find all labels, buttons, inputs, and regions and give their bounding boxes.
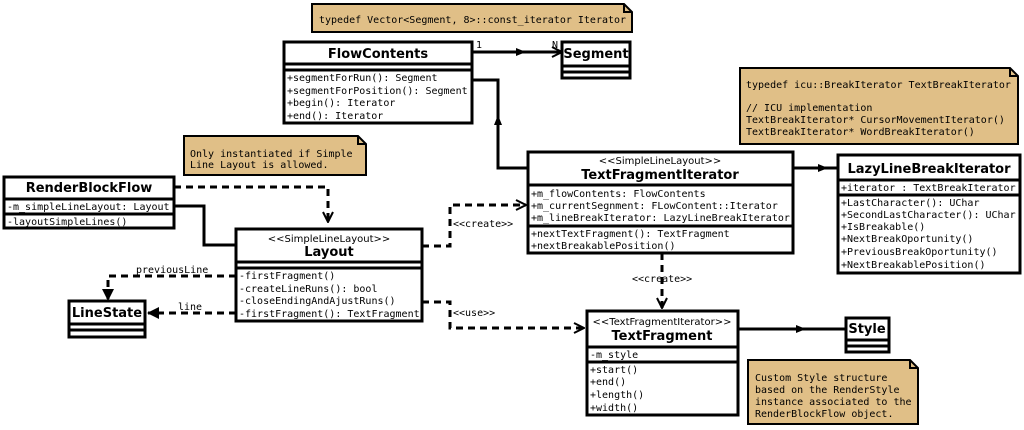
class-operation: -createLineRuns(): bool xyxy=(239,284,377,295)
class-text-fragment[interactable]: <<TextFragmentIterator>> TextFragment -m… xyxy=(585,309,740,417)
note-simple-line-layout: Only instantiated if Simple Line Layout … xyxy=(183,135,367,176)
class-operation: +nextBreakablePosition() xyxy=(531,241,676,252)
class-name: Segment xyxy=(563,47,628,62)
association-arrowhead xyxy=(818,164,828,172)
class-attribute: -m_style xyxy=(590,350,638,361)
use-fragment-label: <<use>> xyxy=(453,308,495,319)
class-lazy-line-break-iterator[interactable]: LazyLineBreakIterator +iterator : TextBr… xyxy=(836,153,1022,275)
dependency-previous-line xyxy=(102,274,236,301)
class-text-fragment-iterator[interactable]: <<SimpleLineLayout>> TextFragmentIterato… xyxy=(526,150,795,255)
class-operation: +SecondLastCharacter(): UChar xyxy=(841,210,1016,221)
class-operation: -firstFragment(): TextFragment xyxy=(239,309,420,320)
class-render-block-flow[interactable]: RenderBlockFlow -m_simpleLineLayout: Lay… xyxy=(2,175,176,230)
class-attribute: +iterator : TextBreakIterator xyxy=(841,183,1016,194)
class-stereotype: <<TextFragmentIterator>> xyxy=(593,317,732,328)
note-shape xyxy=(747,359,919,425)
note-shape xyxy=(311,3,633,33)
note-line: typedef icu::BreakIterator TextBreakIter… xyxy=(746,80,1011,91)
class-flow-contents[interactable]: FlowContents +segmentForRun(): Segment +… xyxy=(282,40,474,125)
class-attribute: +m_flowContents: FlowContents xyxy=(531,189,706,200)
class-name: TextFragmentIterator xyxy=(581,168,739,183)
class-operation: +segmentForPosition(): Segment xyxy=(287,86,468,97)
class-name: FlowContents xyxy=(328,47,429,62)
class-style[interactable]: Style xyxy=(844,316,891,354)
note-line: RenderBlockFlow object. xyxy=(755,409,893,420)
create-fragment-label: <<create>> xyxy=(632,274,692,285)
class-operation: +start() xyxy=(590,365,638,376)
note-typedef-iterator: typedef Vector<Segment, 8>::const_iterat… xyxy=(311,3,633,33)
class-operation: +segmentForRun(): Segment xyxy=(287,73,438,84)
class-operation: +NextBreakOportunity() xyxy=(841,234,973,245)
previous-line-label: previousLine xyxy=(136,265,208,276)
note-line: Custom Style structure xyxy=(755,373,887,384)
note-icu: typedef icu::BreakIterator TextBreakIter… xyxy=(739,67,1019,145)
class-operation: -firstFragment() xyxy=(239,271,335,282)
class-operation: -layoutSimpleLines() xyxy=(7,217,127,228)
class-attribute: +m_currentSegnment: FLowContent::Iterato… xyxy=(531,201,778,212)
class-operation: +end(): Iterator xyxy=(287,111,383,122)
create-iterator-label: <<create>> xyxy=(453,219,513,230)
association-arrowhead xyxy=(494,115,502,125)
relations: 1 N TextFragmentIterator --> <<create>> … xyxy=(102,40,846,333)
association-renderblock-layout xyxy=(174,204,236,247)
class-name: TextFragment xyxy=(612,329,713,344)
class-operation: +width() xyxy=(590,403,638,414)
class-line-state[interactable]: LineState xyxy=(67,299,147,339)
class-name: Layout xyxy=(304,245,354,260)
class-name: LazyLineBreakIterator xyxy=(847,162,1011,177)
multiplicity-source: 1 xyxy=(476,40,482,51)
class-name: Style xyxy=(848,322,886,337)
note-shape xyxy=(183,135,367,176)
note-line: // ICU implementation xyxy=(746,103,872,114)
note-line: typedef Vector<Segment, 8>::const_iterat… xyxy=(319,15,626,26)
class-segment[interactable]: Segment xyxy=(560,40,632,80)
multiplicity-target: N xyxy=(552,40,558,51)
class-stereotype: <<SimpleLineLayout>> xyxy=(268,234,391,245)
class-operation: +nextTextFragment(): TextFragment xyxy=(531,229,730,240)
class-operation: +IsBreakable() xyxy=(841,222,925,233)
class-stereotype: <<SimpleLineLayout>> xyxy=(599,156,722,167)
class-operation: -closeEndingAndAjustRuns() xyxy=(239,296,396,307)
note-style: Custom Style structure based on the Rend… xyxy=(747,359,919,425)
line-label: line xyxy=(178,302,202,313)
association-arrowhead xyxy=(516,48,526,56)
class-operation: +LastCharacter(): UChar xyxy=(841,198,979,209)
dependency-create-iterator xyxy=(422,205,526,248)
class-operation: +begin(): Iterator xyxy=(287,98,395,109)
note-shape xyxy=(739,67,1019,145)
dependency-use-fragment xyxy=(422,300,584,328)
class-name: RenderBlockFlow xyxy=(26,181,153,196)
association-arrowhead xyxy=(796,325,806,333)
note-line: based on the RenderStyle xyxy=(755,385,900,396)
class-operation: +length() xyxy=(590,390,644,401)
class-attribute: -m_simpleLineLayout: Layout xyxy=(7,202,170,213)
class-operation: +NextBreakablePosition() xyxy=(841,260,986,271)
dependency-renderblock-note xyxy=(174,185,328,222)
note-line: Line Layout is allowed. xyxy=(190,160,328,171)
note-line: Only instantiated if Simple xyxy=(190,149,353,160)
note-line: instance associated to the xyxy=(755,397,912,408)
note-line: TextBreakIterator* CursorMovementIterato… xyxy=(746,115,1005,126)
class-layout[interactable]: <<SimpleLineLayout>> Layout -firstFragme… xyxy=(234,227,424,323)
class-name: LineState xyxy=(72,306,142,321)
note-line: TextBreakIterator* WordBreakIterator() xyxy=(746,127,975,138)
class-operation: +PreviousBreakOportunity() xyxy=(841,247,998,258)
class-attribute: +m_lineBreakIterator: LazyLineBreakItera… xyxy=(531,213,790,224)
class-operation: +end() xyxy=(590,377,626,388)
